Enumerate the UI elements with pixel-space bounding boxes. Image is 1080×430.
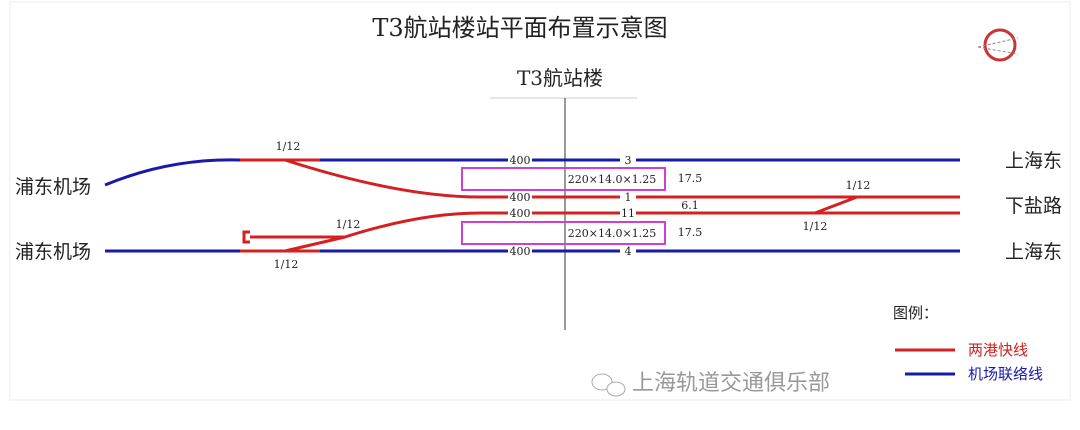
wechat-icon xyxy=(591,373,626,397)
width-middle: 6.1 xyxy=(681,199,699,212)
right-label-top: 上海东 xyxy=(1005,150,1062,172)
switch-label: 1/12 xyxy=(803,220,828,233)
right-label-bottom: 上海东 xyxy=(1005,241,1062,263)
width-south: 17.5 xyxy=(678,226,703,239)
track-3 xyxy=(104,158,960,187)
station-name: T3航站楼 xyxy=(517,66,603,90)
len-4: 400 xyxy=(510,245,531,258)
legend-red-label: 两港快线 xyxy=(968,341,1028,359)
switch-label: 1/12 xyxy=(846,179,871,192)
len-3: 400 xyxy=(510,154,531,167)
frame xyxy=(9,1,1071,401)
platform-north-dims: 220×14.0×1.25 xyxy=(568,173,656,186)
left-label-top: 浦东机场 xyxy=(15,176,91,198)
switch-label: 1/12 xyxy=(274,258,299,271)
track-1-label: 1 xyxy=(625,191,632,204)
len-11: 400 xyxy=(510,207,531,220)
legend-title: 图例： xyxy=(893,304,938,322)
logo-icon xyxy=(977,28,1019,62)
crossover xyxy=(814,195,858,215)
legend-blue-label: 机场联络线 xyxy=(968,365,1043,383)
switch-label: 1/12 xyxy=(336,218,361,231)
watermark: 上海轨道交通俱乐部 xyxy=(632,371,830,396)
track-3-label: 3 xyxy=(625,154,632,167)
track-11 xyxy=(240,211,960,253)
len-1: 400 xyxy=(510,191,531,204)
switch-label: 1/12 xyxy=(276,140,301,153)
track-4-label: 4 xyxy=(625,245,632,258)
buffer-stop xyxy=(242,230,250,244)
platform-south xyxy=(461,221,666,245)
track-1 xyxy=(240,158,960,199)
right-label-middle: 下盐路 xyxy=(1005,195,1062,217)
title: T3航站楼站平面布置示意图 xyxy=(372,14,667,42)
platform-north xyxy=(461,167,666,191)
track-11-label: 11 xyxy=(621,207,635,220)
left-label-bottom: 浦东机场 xyxy=(15,241,91,263)
platform-south-dims: 220×14.0×1.25 xyxy=(568,227,656,240)
width-north: 17.5 xyxy=(678,172,703,185)
